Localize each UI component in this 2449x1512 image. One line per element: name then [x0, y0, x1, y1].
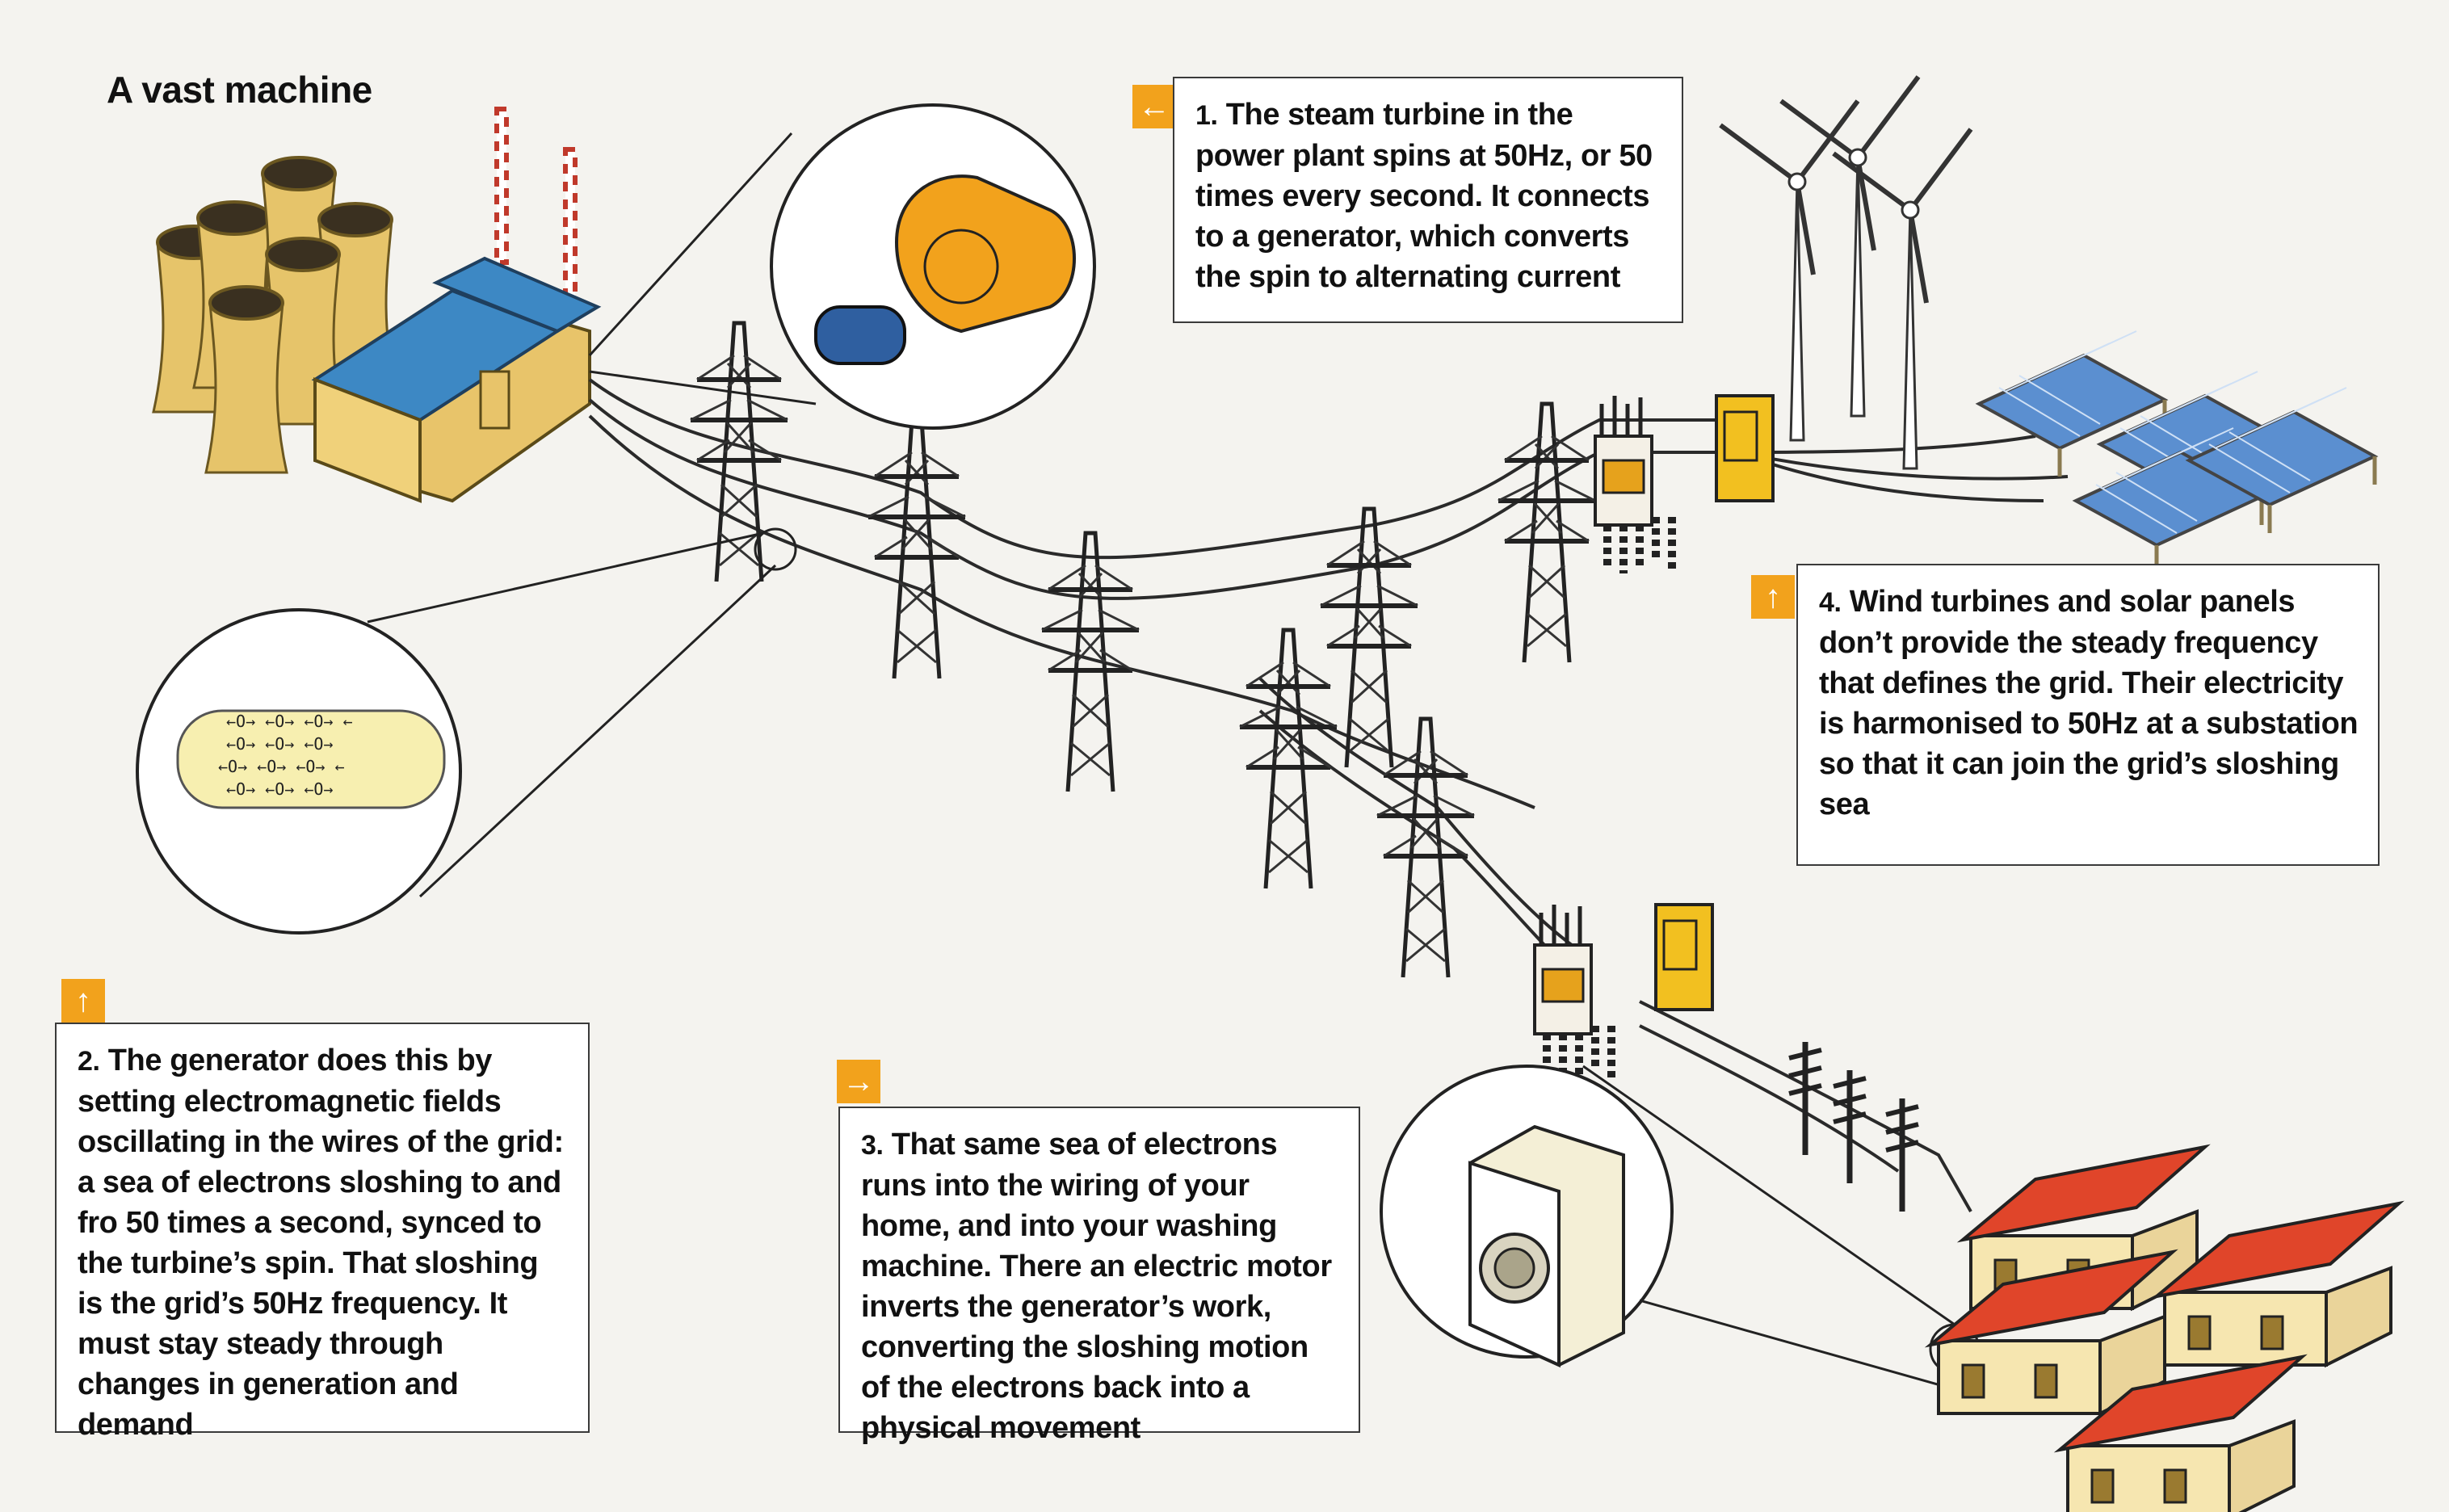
arrow-left-icon: ← [1132, 85, 1176, 128]
callout-number: 3. [861, 1130, 884, 1161]
callout-text: The steam turbine in the power plant spi… [1195, 98, 1653, 294]
callout-number: 2. [78, 1046, 100, 1077]
callout-4: 4. Wind turbines and solar panels don’t … [1796, 564, 2380, 866]
electron-wire-icon: ←O→ ←O→ ←O→ ← ←O→ ←O→ ←O→ ←O→ ←O→ ←O→ ← … [136, 527, 797, 934]
utility-pole-icon [1789, 1042, 1918, 1212]
callout-text: The generator does this by setting elect… [78, 1044, 564, 1442]
callout-number: 4. [1819, 587, 1842, 618]
svg-text:←O→ ←O→ ←O→ ←: ←O→ ←O→ ←O→ ← [226, 712, 353, 731]
arrow-up-icon: ↑ [1751, 575, 1795, 619]
page-title: A vast machine [107, 69, 372, 111]
power-plant-icon [152, 107, 602, 503]
svg-text:←O→ ←O→ ←O→: ←O→ ←O→ ←O→ [226, 734, 333, 754]
arrow-up-icon: ↑ [61, 979, 105, 1023]
solar-panel-icon [1979, 331, 2375, 573]
arrow-right-icon: → [837, 1060, 880, 1103]
generator-icon [588, 103, 1096, 430]
callout-1: 1. The steam turbine in the power plant … [1173, 77, 1683, 323]
pylon-icon [691, 323, 1595, 977]
house-icon [1929, 1145, 2401, 1512]
washing-machine-icon [1380, 1065, 1981, 1391]
transmission-wires [588, 378, 2069, 1212]
callout-3: 3. That same sea of electrons runs into … [838, 1107, 1360, 1445]
callout-number: 1. [1195, 100, 1218, 131]
callout-text: That same sea of electrons runs into the… [861, 1128, 1332, 1445]
callout-text: Wind turbines and solar panels don’t pro… [1819, 585, 2359, 821]
callout-2: 2. The generator does this by setting el… [55, 1023, 590, 1442]
svg-text:←O→ ←O→ ←O→ ←: ←O→ ←O→ ←O→ ← [218, 757, 345, 776]
svg-text:←O→ ←O→ ←O→: ←O→ ←O→ ←O→ [226, 779, 333, 799]
